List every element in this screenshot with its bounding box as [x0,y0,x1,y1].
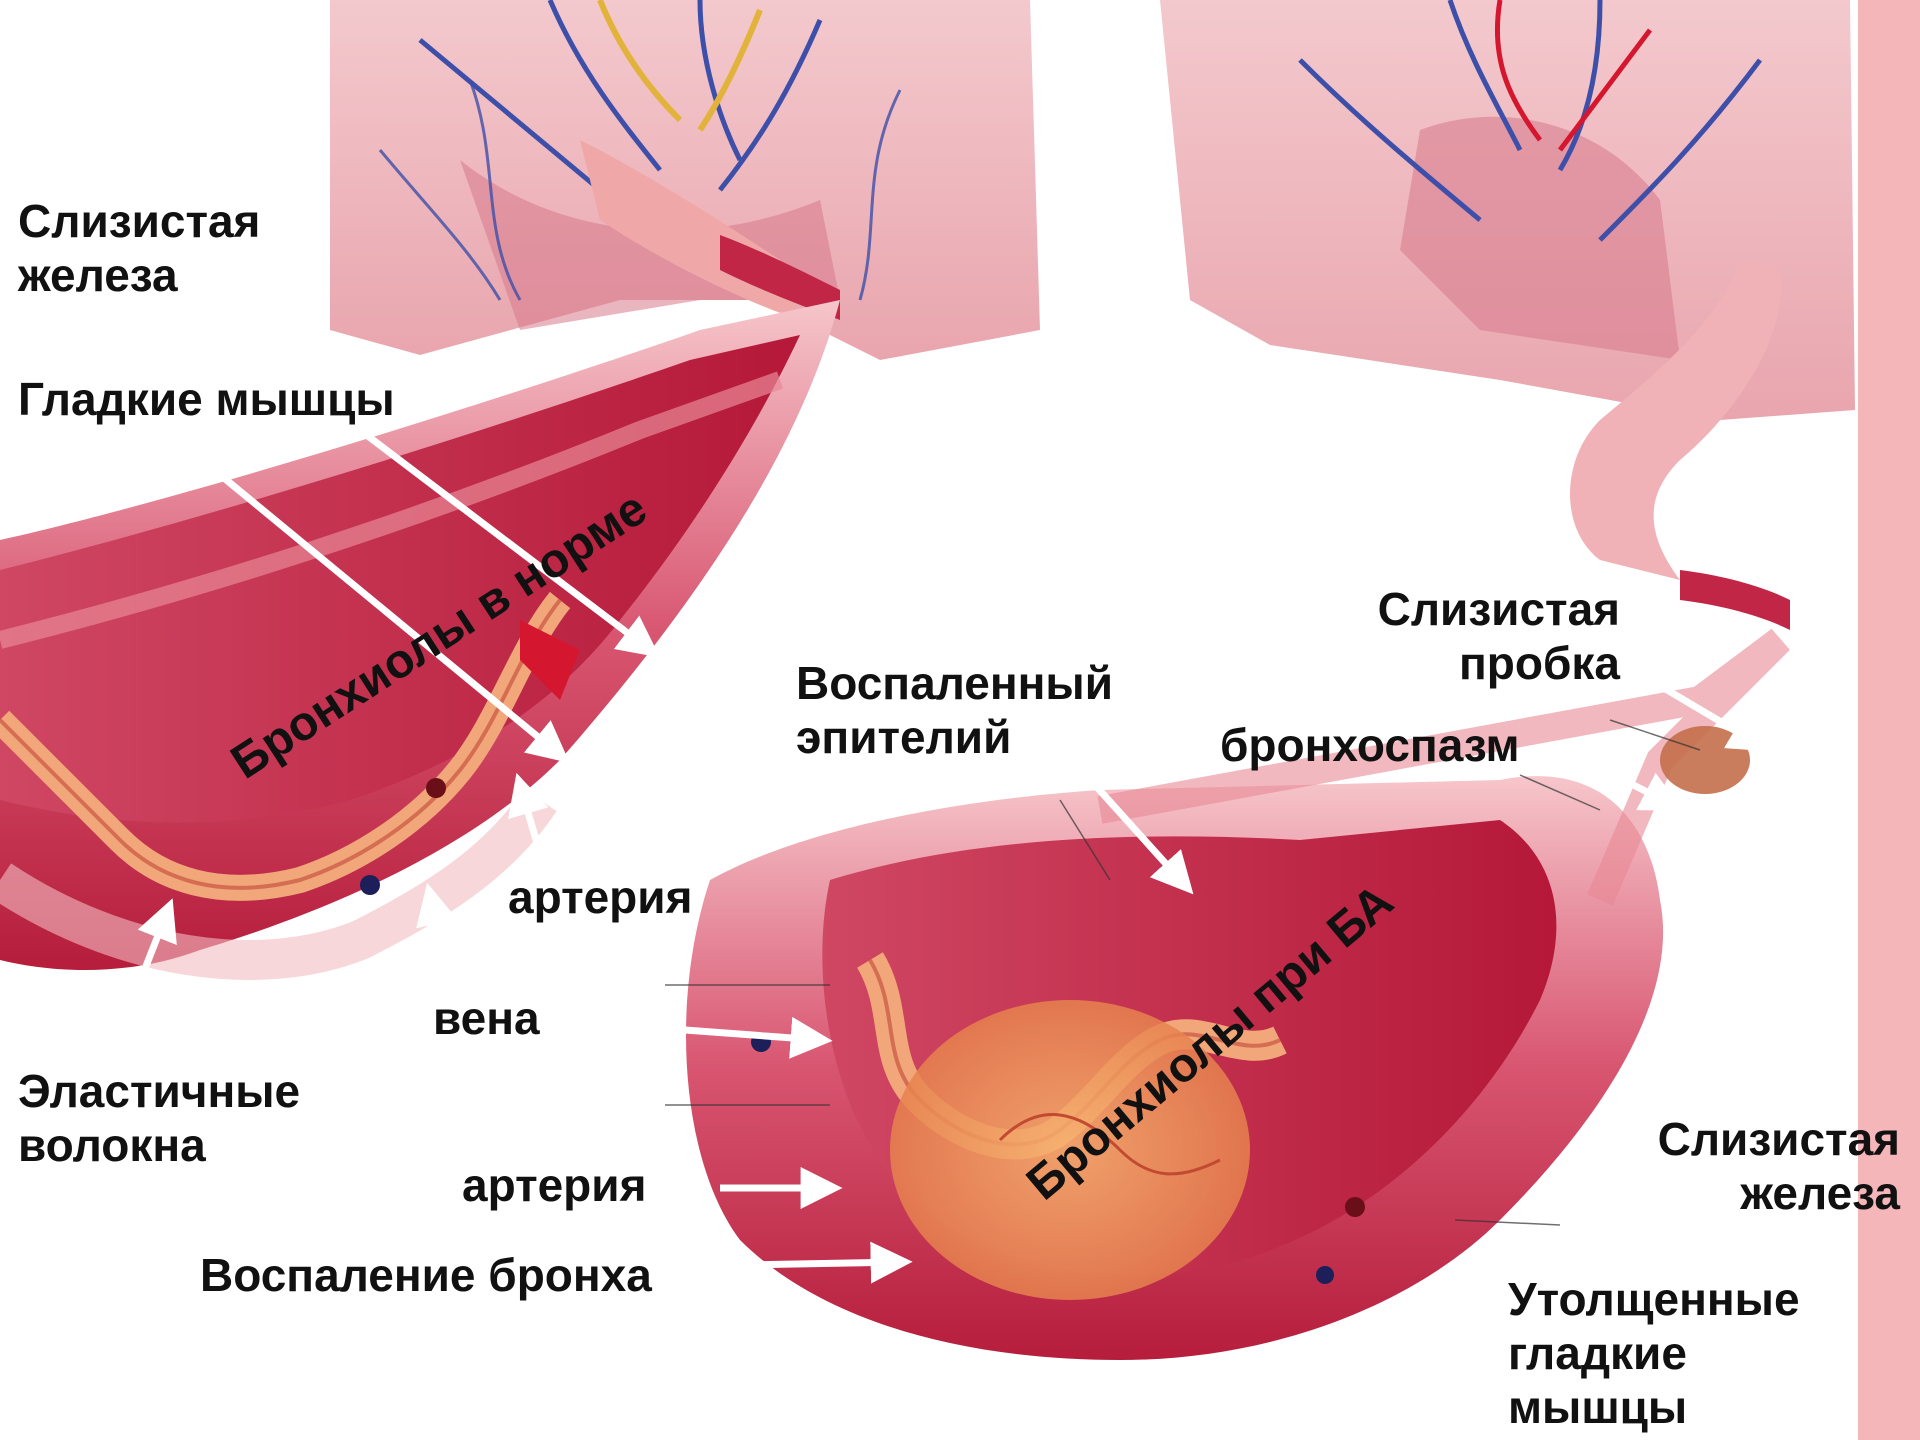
label-mucous-gland-left-line1: Слизистая [18,194,260,248]
label-bronchospasm: бронхоспазм [1220,718,1520,772]
side-color-strip [1858,0,1920,1440]
label-mucous-gland-left-line2: железа [18,248,260,302]
label-artery-lower: артерия [462,1158,646,1212]
label-elastic-fibers-line1: Эластичные [18,1064,300,1118]
label-mucous-gland-right-line2: железа [1540,1166,1900,1220]
left-lung-lobe [330,0,1040,360]
label-mucous-gland-right: Слизистая железа [1540,1112,1900,1220]
label-smooth-muscle: Гладкие мышцы [18,372,395,426]
label-inflamed-epithelium-line2: эпителий [796,710,1113,764]
label-mucous-gland-right-line1: Слизистая [1540,1112,1900,1166]
label-thickened-muscle-line1: Утолщенные [1508,1272,1800,1326]
arrow-bronchus-inflammation [745,1262,900,1265]
label-elastic-fibers: Эластичные волокна [18,1064,300,1172]
label-artery-upper: артерия [508,870,692,924]
label-mucus-plug-line2: пробка [1280,636,1620,690]
label-mucus-plug: Слизистая пробка [1280,582,1620,690]
label-inflamed-epithelium: Воспаленный эпителий [796,656,1113,764]
label-vein: вена [433,991,540,1045]
label-bronchus-inflammation: Воспаление бронха [200,1248,652,1302]
label-elastic-fibers-line2: волокна [18,1118,300,1172]
label-mucous-gland-left: Слизистая железа [18,194,260,302]
label-mucus-plug-line1: Слизистая [1280,582,1620,636]
label-thickened-muscle-line3: мышцы [1508,1380,1800,1434]
label-thickened-muscle: Утолщенные гладкие мышцы [1508,1272,1800,1434]
label-inflamed-epithelium-line1: Воспаленный [796,656,1113,710]
label-thickened-muscle-line2: гладкие [1508,1326,1800,1380]
